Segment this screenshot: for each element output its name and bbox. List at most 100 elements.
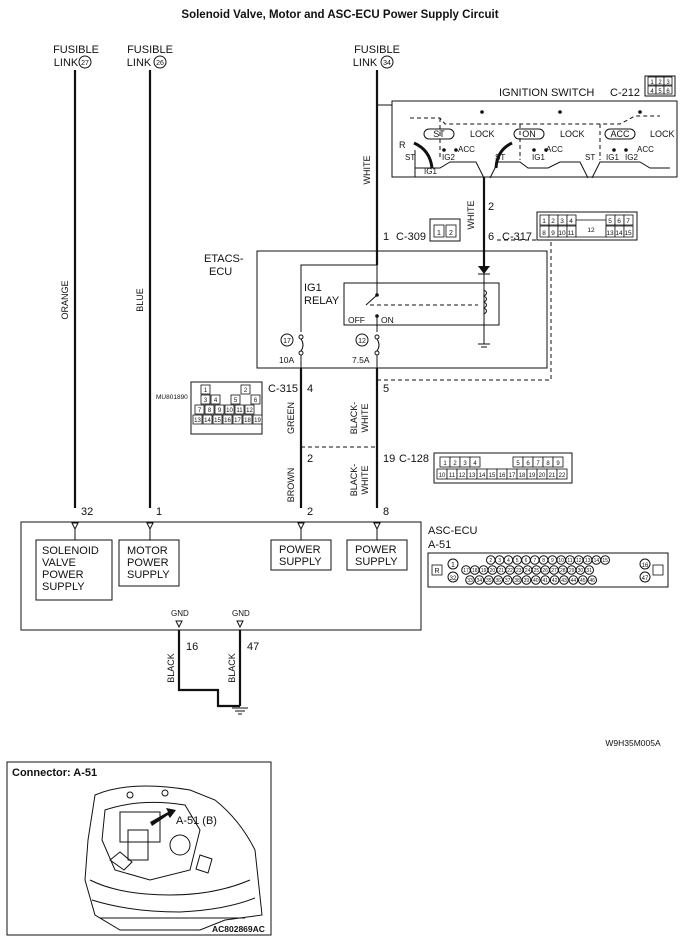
svg-text:IG1: IG1	[532, 153, 545, 162]
wire-black-white-2: BLACK-	[349, 464, 359, 497]
connector-c309: 1 C-309 1 2	[383, 218, 461, 243]
pin-label: 15	[489, 473, 496, 479]
svg-text:LOCK: LOCK	[650, 129, 675, 139]
svg-text:26: 26	[156, 60, 164, 67]
svg-text:ST: ST	[405, 153, 415, 162]
pin-label: 46	[589, 578, 595, 584]
pin-label: 1	[443, 461, 447, 467]
svg-text:10A: 10A	[279, 355, 294, 365]
pin-label: 19	[529, 473, 536, 479]
pin-label: 31	[586, 568, 592, 574]
pin-label: 12	[576, 558, 582, 564]
block-solenoid-valve: SOLENOID VALVE POWER SUPPLY	[35, 539, 113, 601]
pin-label: 11	[236, 408, 243, 414]
pin-label: 1	[204, 388, 208, 394]
svg-text:FUSIBLE: FUSIBLE	[53, 44, 99, 56]
pin-label: 6	[254, 398, 258, 404]
svg-text:GND: GND	[171, 609, 189, 618]
svg-text:SOLENOID: SOLENOID	[42, 545, 99, 557]
svg-text:ECU: ECU	[209, 266, 232, 278]
pin-label: 39	[524, 578, 530, 584]
svg-text:2: 2	[307, 506, 313, 518]
fusible-link-26: FUSIBLE LINK 26	[127, 44, 173, 69]
wire-black-white-2b: WHITE	[360, 466, 370, 495]
svg-text:17: 17	[283, 338, 291, 345]
block-power-supply-2: POWER SUPPLY	[346, 539, 408, 571]
pin-label: 28	[560, 568, 566, 574]
svg-text:ACC: ACC	[637, 145, 654, 154]
pin-label: 12	[246, 408, 253, 414]
connector-inset: Connector: A-51 A-51 (B) AC802869AC	[6, 761, 272, 936]
svg-text:4: 4	[569, 218, 573, 225]
diagram-title: Solenoid Valve, Motor and ASC-ECU Power …	[181, 9, 498, 21]
svg-text:FUSIBLE: FUSIBLE	[354, 44, 400, 56]
pin-label: 25	[534, 568, 540, 574]
svg-text:5: 5	[608, 218, 612, 225]
pin-label: 8	[208, 408, 212, 414]
wire-blue: BLUE	[135, 70, 152, 508]
svg-text:ASC-ECU: ASC-ECU	[428, 525, 478, 537]
svg-text:2: 2	[551, 218, 555, 225]
callout-arrow-icon	[150, 808, 176, 826]
pin-label: 2	[489, 558, 492, 564]
pin-label: 4	[473, 461, 477, 467]
pin-label: 18	[519, 473, 526, 479]
wire-brown: BROWN	[286, 468, 296, 503]
ignition-switch: IGNITION SWITCH C-212 1 2 3 4 5 6 ST ON …	[377, 75, 678, 250]
pin-label: 7	[536, 461, 540, 467]
dashed-enclosure	[377, 239, 552, 381]
pin-label: 19	[254, 418, 261, 424]
svg-text:27: 27	[81, 60, 89, 67]
svg-text:2: 2	[307, 453, 313, 465]
svg-text:IG1: IG1	[304, 282, 322, 294]
svg-text:34: 34	[383, 60, 391, 67]
svg-text:R: R	[399, 140, 406, 150]
pin-label: 12	[459, 473, 466, 479]
pin-label: 34	[477, 578, 483, 584]
svg-text:19: 19	[383, 453, 395, 465]
svg-text:8: 8	[542, 230, 546, 237]
svg-text:ON: ON	[381, 315, 394, 325]
svg-text:47: 47	[642, 576, 649, 582]
block-power-supply-1: POWER SUPPLY	[270, 539, 332, 571]
svg-text:12: 12	[358, 338, 366, 345]
pin-label: 2	[453, 461, 457, 467]
pin-label: 5	[516, 461, 520, 467]
svg-text:47: 47	[247, 641, 259, 653]
wire-black-white-1b: WHITE	[360, 404, 370, 433]
svg-text:A-51 (B): A-51 (B)	[176, 815, 217, 827]
svg-text:3: 3	[560, 218, 564, 225]
pin-label: 10	[558, 558, 564, 564]
pin-label: 16	[224, 418, 231, 424]
svg-text:C-315: C-315	[268, 383, 298, 395]
svg-text:ST: ST	[433, 129, 445, 139]
svg-text:8: 8	[383, 506, 389, 518]
svg-text:BLACK: BLACK	[166, 653, 176, 683]
svg-text:ETACS-: ETACS-	[204, 253, 244, 265]
pin-label: 16	[499, 473, 506, 479]
svg-text:SUPPLY: SUPPLY	[279, 556, 322, 568]
svg-text:ACC: ACC	[610, 129, 630, 139]
svg-text:32: 32	[450, 576, 457, 582]
svg-text:12: 12	[587, 227, 595, 234]
pin-label: 4	[214, 398, 218, 404]
svg-text:16: 16	[186, 641, 198, 653]
c212-connector-icon: 1 2 3 4 5 6	[644, 75, 676, 97]
svg-text:6: 6	[617, 218, 621, 225]
pin-label: 38	[514, 578, 520, 584]
pin-label: 30	[578, 568, 584, 574]
pin-label: 26	[542, 568, 548, 574]
svg-text:5: 5	[658, 89, 662, 95]
pin-label: 40	[533, 578, 539, 584]
pin-label: 13	[585, 558, 591, 564]
svg-text:IGNITION SWITCH: IGNITION SWITCH	[499, 87, 594, 99]
engine-illustration	[84, 785, 263, 931]
svg-text:LOCK: LOCK	[470, 129, 495, 139]
svg-text:LINK: LINK	[127, 57, 152, 69]
svg-text:SUPPLY: SUPPLY	[355, 556, 398, 568]
svg-text:LOCK: LOCK	[560, 129, 585, 139]
svg-text:IG2: IG2	[625, 153, 638, 162]
